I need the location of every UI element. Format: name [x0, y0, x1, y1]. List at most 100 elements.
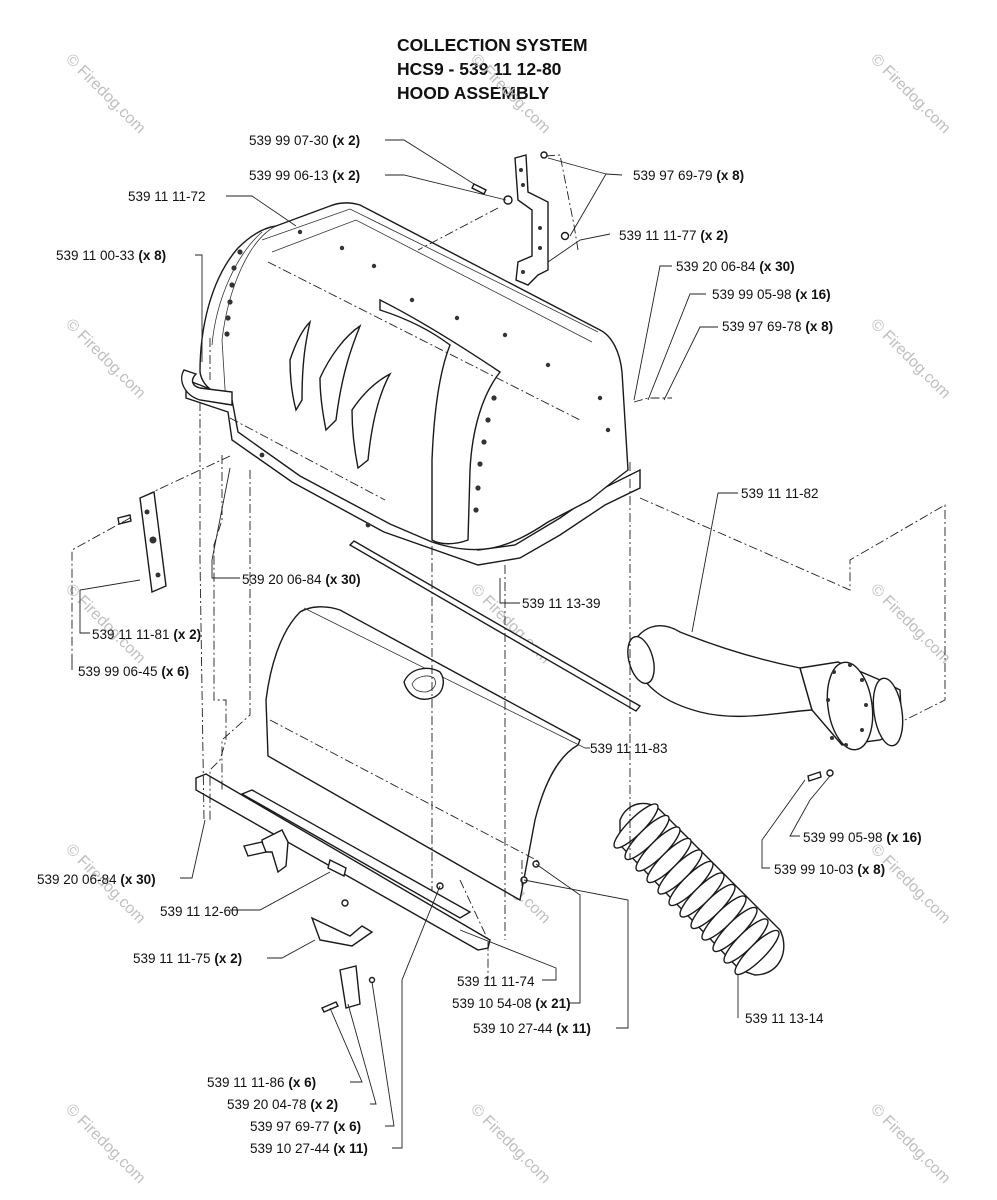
callout-label: 539 10 54-08 (x 21): [452, 996, 571, 1011]
part-quantity: (x 8): [713, 168, 745, 183]
front-panel-part: [265, 606, 586, 902]
part-quantity: (x 8): [135, 248, 167, 263]
watermark-text: © Firedog.com: [467, 51, 553, 137]
callout-label: 539 20 04-78 (x 2): [227, 1097, 338, 1112]
part-number: 539 10 54-08: [452, 996, 532, 1011]
part-number: 539 97 69-77: [250, 1119, 330, 1134]
callout-label: 539 20 06-84 (x 30): [676, 259, 795, 274]
callout-label: 539 11 11-75 (x 2): [133, 951, 242, 966]
part-quantity: (x 2): [329, 168, 361, 183]
mounting-plate-part: [117, 490, 167, 594]
discharge-hose-part: [627, 625, 904, 782]
diagram-title: COLLECTION SYSTEM HCS9 - 539 11 12-80 HO…: [397, 33, 588, 105]
callout-label: 539 99 10-03 (x 8): [774, 862, 885, 877]
watermark-text: © Firedog.com: [62, 316, 148, 402]
title-line-1: COLLECTION SYSTEM: [397, 35, 588, 55]
part-number: 539 20 06-84: [676, 259, 756, 274]
part-number: 539 99 05-98: [712, 287, 792, 302]
part-number: 539 10 27-44: [250, 1141, 330, 1156]
callout-label: 539 10 27-44 (x 11): [473, 1021, 591, 1036]
callout-label: 539 11 13-39: [522, 596, 601, 611]
part-number: 539 11 00-33: [56, 248, 135, 263]
watermark-text: © Firedog.com: [867, 316, 953, 402]
part-number: 539 99 10-03: [774, 862, 854, 877]
part-number: 539 11 11-77: [619, 228, 697, 243]
part-quantity: (x 2): [329, 133, 361, 148]
callout-labels: 539 99 07-30 (x 2)539 99 06-13 (x 2)539 …: [37, 133, 922, 1156]
part-quantity: (x 11): [330, 1141, 368, 1156]
callout-label: 539 11 11-82: [741, 486, 819, 501]
part-number: 539 11 11-82: [741, 486, 819, 501]
callout-label: 539 99 06-45 (x 6): [78, 664, 189, 679]
part-number: 539 20 04-78: [227, 1097, 307, 1112]
part-quantity: (x 21): [532, 996, 571, 1011]
part-number: 539 11 13-39: [522, 596, 601, 611]
watermark-text: © Firedog.com: [867, 1101, 953, 1187]
flex-hose-part: [613, 802, 785, 976]
part-quantity: (x 2): [307, 1097, 339, 1112]
watermark-text: © Firedog.com: [62, 581, 148, 667]
part-number: 539 99 06-45: [78, 664, 158, 679]
hose-corrugation: [734, 929, 780, 976]
callout-label: 539 97 69-78 (x 8): [722, 319, 833, 334]
callout-label: 539 99 06-13 (x 2): [249, 168, 360, 183]
part-number: 539 11 13-14: [745, 1011, 824, 1026]
part-number: 539 11 11-81: [92, 627, 170, 642]
part-number: 539 11 12-60: [160, 904, 239, 919]
part-quantity: (x 30): [322, 572, 361, 587]
part-quantity: (x 2): [170, 627, 202, 642]
watermark-text: © Firedog.com: [867, 581, 953, 667]
part-number: 539 99 05-98: [803, 830, 883, 845]
part-quantity: (x 8): [854, 862, 886, 877]
callout-label: 539 11 00-33 (x 8): [56, 248, 166, 263]
callout-label: 539 99 07-30 (x 2): [249, 133, 360, 148]
part-quantity: (x 2): [697, 228, 729, 243]
watermark-text: © Firedog.com: [867, 841, 953, 927]
part-quantity: (x 30): [756, 259, 795, 274]
part-quantity: (x 6): [330, 1119, 362, 1134]
part-number: 539 99 06-13: [249, 168, 329, 183]
callout-label: 539 11 11-74: [457, 974, 535, 989]
callout-label: 539 20 06-84 (x 30): [242, 572, 361, 587]
callout-label: 539 99 05-98 (x 16): [803, 830, 922, 845]
part-number: 539 11 11-74: [457, 974, 535, 989]
callout-label: 539 99 05-98 (x 16): [712, 287, 831, 302]
watermark-text: © Firedog.com: [62, 1101, 148, 1187]
title-line-2: HCS9 - 539 11 12-80: [397, 59, 562, 79]
part-number: 539 99 07-30: [249, 133, 329, 148]
title-line-3: HOOD ASSEMBLY: [397, 83, 550, 103]
callout-label: 539 11 12-60: [160, 904, 239, 919]
callout-label: 539 10 27-44 (x 11): [250, 1141, 368, 1156]
callout-label: 539 11 11-77 (x 2): [619, 228, 728, 243]
watermark-text: © Firedog.com: [467, 1101, 553, 1187]
part-quantity: (x 8): [802, 319, 834, 334]
part-quantity: (x 16): [883, 830, 922, 845]
part-number: 539 11 11-83: [590, 741, 668, 756]
part-number: 539 97 69-79: [633, 168, 713, 183]
part-quantity: (x 6): [158, 664, 190, 679]
part-number: 539 11 11-72: [128, 189, 206, 204]
callout-label: 539 11 11-81 (x 2): [92, 627, 201, 642]
part-number: 539 11 11-75: [133, 951, 211, 966]
callout-label: 539 11 11-83: [590, 741, 668, 756]
alignment-lines: [71, 154, 946, 980]
watermark-text: © Firedog.com: [62, 51, 148, 137]
part-number: 539 10 27-44: [473, 1021, 553, 1036]
leader-lines: [71, 139, 831, 1149]
callout-label: 539 11 11-72: [128, 189, 206, 204]
hood-part: [181, 202, 641, 566]
part-quantity: (x 16): [792, 287, 831, 302]
part-quantity: (x 2): [211, 951, 243, 966]
part-quantity: (x 30): [117, 872, 156, 887]
callout-label: 539 11 11-86 (x 6): [207, 1075, 316, 1090]
watermark-text: © Firedog.com: [867, 51, 953, 137]
callout-label: 539 97 69-77 (x 6): [250, 1119, 361, 1134]
part-number: 539 11 11-86: [207, 1075, 285, 1090]
seal-strip-part: [348, 540, 642, 712]
callout-label: 539 97 69-79 (x 8): [633, 168, 744, 183]
part-number: 539 97 69-78: [722, 319, 802, 334]
callout-label: 539 11 13-14: [745, 1011, 824, 1026]
callout-label: 539 20 06-84 (x 30): [37, 872, 156, 887]
part-number: 539 20 06-84: [37, 872, 117, 887]
